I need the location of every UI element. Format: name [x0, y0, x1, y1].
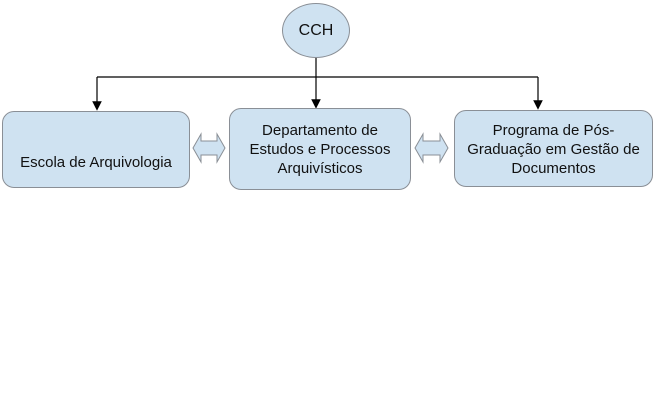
root-node-cch: CCH — [282, 3, 350, 58]
node-escola: Escola de Arquivologia — [2, 111, 190, 188]
node-departamento: Departamento de Estudos e Processos Arqu… — [229, 108, 411, 190]
node-label: Departamento de Estudos e Processos Arqu… — [249, 121, 391, 177]
double-arrow-right — [414, 132, 449, 164]
root-label: CCH — [298, 22, 334, 39]
double-arrow-left — [192, 132, 226, 164]
node-label: Escola de Arquivologia — [20, 154, 172, 171]
node-programa: Programa de Pós-Graduação em Gestão de D… — [454, 110, 653, 187]
node-label: Programa de Pós-Graduação em Gestão de D… — [467, 122, 640, 177]
